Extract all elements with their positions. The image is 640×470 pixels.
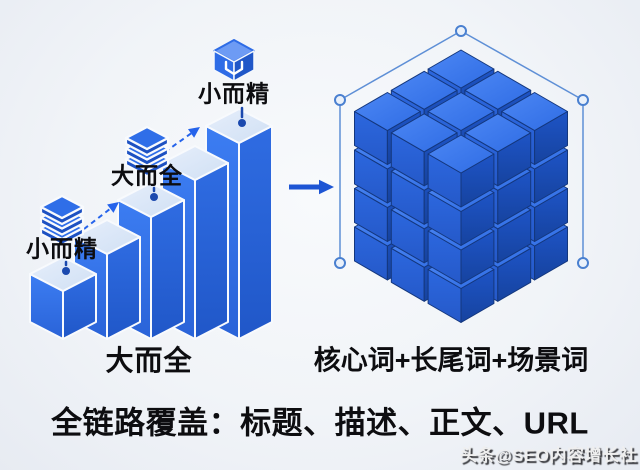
milestone-label-1: 小而精 bbox=[26, 235, 98, 262]
label-pins bbox=[62, 106, 246, 275]
right-arrow-icon bbox=[289, 179, 334, 195]
open-box-icon bbox=[213, 39, 255, 82]
layers-icon bbox=[39, 194, 85, 247]
cube-caption: 核心词+长尾词+场景词 bbox=[313, 345, 589, 376]
staircase-bars bbox=[29, 108, 273, 340]
step-bar-1 bbox=[29, 256, 97, 340]
cubie bbox=[427, 134, 495, 208]
layers-icon bbox=[124, 125, 170, 178]
milestone-label-2: 大而全 bbox=[111, 162, 183, 189]
milestone-label-3: 小而精 bbox=[198, 80, 270, 107]
headline: 全链路覆盖：标题、描述、正文、URL bbox=[51, 405, 589, 441]
cube-frame bbox=[334, 25, 589, 269]
watermark: 头条@SEO内容增长社 bbox=[460, 446, 637, 465]
dashed-growth-arrows bbox=[83, 127, 200, 230]
keyword-cube bbox=[354, 49, 568, 323]
stairs-caption: 大而全 bbox=[105, 345, 193, 376]
